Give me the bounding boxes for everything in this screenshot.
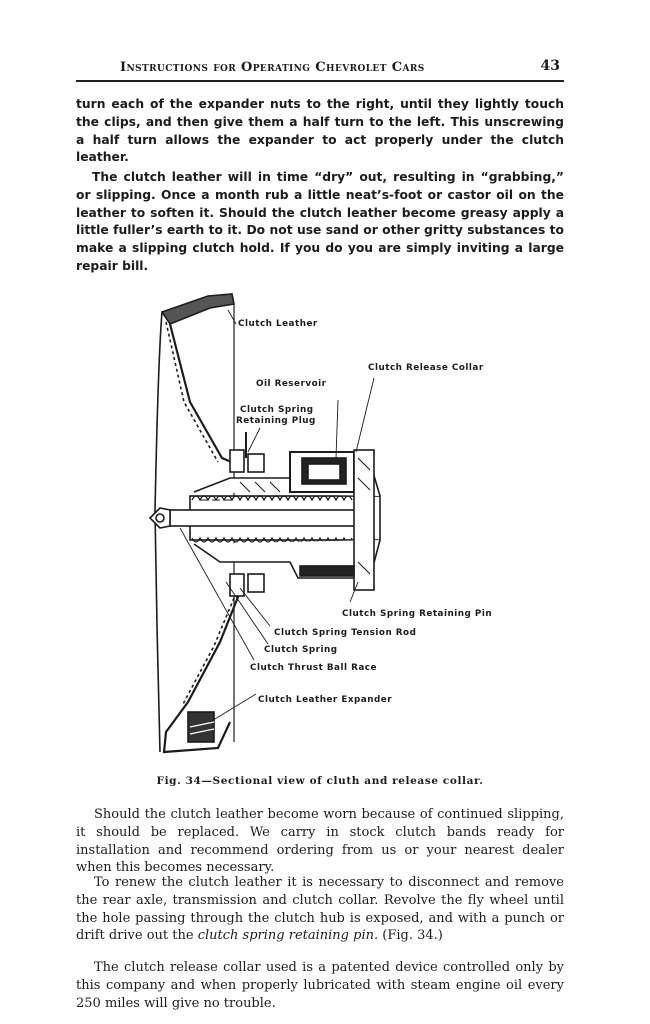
leader-thrust-race	[179, 527, 255, 661]
paragraph-text: To renew the clutch leather it is necess…	[76, 875, 564, 944]
paragraph-release-collar: The clutch release collar used is a pate…	[76, 960, 564, 1011]
running-header: Instructions for Operating Chevrolet Car…	[76, 58, 564, 82]
expander-detail	[189, 721, 215, 735]
shaft-nose	[148, 507, 171, 529]
leader-clutch-spring	[225, 581, 269, 645]
upper-nut	[229, 449, 245, 473]
label-spring-plug-2: Retaining Plug	[236, 416, 316, 426]
label-oil-reservoir: Oil Reservoir	[256, 379, 327, 389]
cone-web-lower-hatch	[181, 597, 235, 707]
collar-lower-bar	[299, 565, 355, 577]
label-spring-plug-1: Clutch Spring	[240, 405, 314, 415]
paragraph-text: The clutch leather will in time “dry” ou…	[76, 170, 564, 238]
release-collar-flange	[353, 449, 375, 591]
clutch-diagram: Clutch Leather Clutch Release Collar Oil…	[148, 293, 492, 754]
emphasis-text: clutch spring retaining pin.	[197, 928, 379, 944]
shaft-center	[155, 513, 165, 523]
leader-expander	[209, 693, 257, 723]
paragraph-text: If you do you are simply inviting a larg…	[76, 241, 564, 273]
oil-reservoir-inner	[307, 463, 341, 481]
label-clutch-spring: Clutch Spring	[264, 645, 338, 655]
upper-nut-2	[247, 453, 265, 473]
leader-clutch-leather	[227, 309, 237, 325]
header-title: Instructions for Operating Chevrolet Car…	[120, 60, 425, 75]
paragraph-expander-nuts: turn each of the expander nuts to the ri…	[76, 97, 564, 165]
leader-tension-rod	[239, 587, 271, 627]
lower-nut-2	[247, 573, 265, 593]
clutch-leather-top	[160, 293, 235, 325]
leader-retaining-pin	[349, 581, 359, 603]
label-thrust-race: Clutch Thrust Ball Race	[250, 663, 377, 673]
label-expander: Clutch Leather Expander	[258, 695, 392, 705]
clutch-sectional-figure: Clutch Leather Clutch Release Collar Oil…	[130, 282, 530, 772]
cone-web-upper	[168, 323, 237, 466]
cone-web-lower	[162, 591, 242, 754]
cone-web-upper-hatch	[165, 321, 219, 463]
leader-release-collar	[355, 377, 375, 453]
label-clutch-leather: Clutch Leather	[238, 319, 318, 329]
clutch-shaft	[169, 509, 371, 527]
plate-hatch	[239, 481, 281, 493]
paragraph-renew-leather: To renew the clutch leather it is necess…	[76, 874, 564, 945]
figure-caption: Fig. 34—Sectional view of cluth and rele…	[156, 775, 484, 787]
label-retaining-pin: Clutch Spring Retaining Pin	[342, 609, 492, 619]
leader-retaining-plug	[247, 427, 261, 453]
page-number: 43	[540, 58, 560, 74]
flywheel-face	[154, 311, 163, 753]
label-release-collar: Clutch Release Collar	[368, 363, 484, 373]
leader-oil-reservoir	[335, 399, 339, 459]
warning-text: Do not use sand or other gritty substanc…	[76, 223, 564, 256]
paragraph-replace-leather: Should the clutch leather become worn be…	[76, 807, 564, 876]
flange-hatch	[357, 457, 371, 575]
lower-nut	[229, 573, 245, 597]
figure-reference: (Fig. 34.)	[382, 928, 443, 944]
paragraph-clutch-leather-dry: The clutch leather will in time “dry” ou…	[76, 169, 564, 276]
label-tension-rod: Clutch Spring Tension Rod	[274, 628, 416, 638]
